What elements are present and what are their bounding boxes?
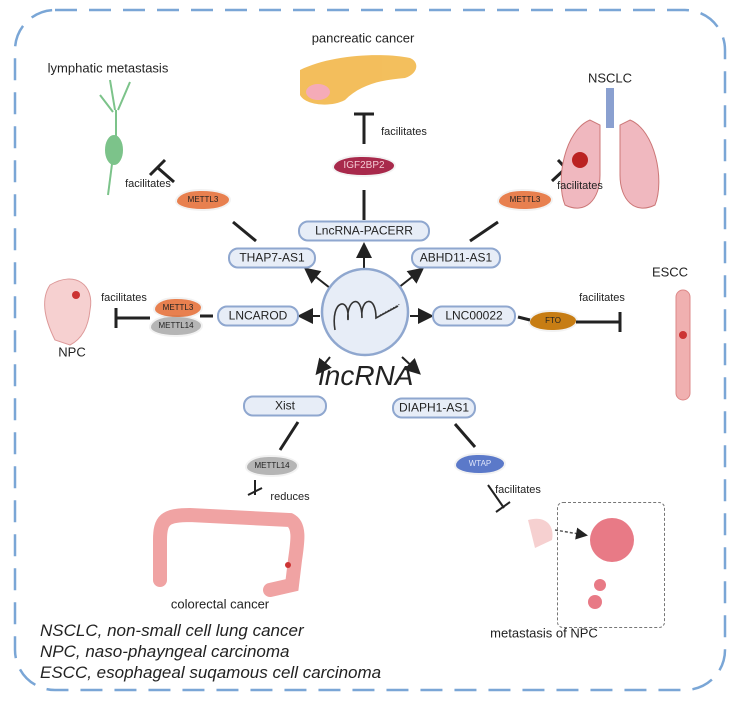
nasopharynx-illustration bbox=[44, 278, 92, 346]
disease-pancreatic: pancreatic cancer bbox=[311, 30, 415, 46]
effect-lymphatic: facilitates bbox=[125, 178, 171, 190]
protein-igf2bp2: IGF2BP2 bbox=[334, 157, 394, 175]
pill-lncrna-pacerr: LncRNA-PACERR bbox=[298, 220, 430, 242]
protein-mettl14-xist: METTL14 bbox=[247, 457, 297, 475]
pill-thap7-as1: THAP7-AS1 bbox=[228, 247, 316, 269]
pancreas-illustration bbox=[300, 55, 417, 105]
colon-illustration bbox=[153, 507, 305, 597]
effect-escc: facilitates bbox=[579, 292, 625, 304]
disease-lymphatic: lymphatic metastasis bbox=[47, 60, 169, 76]
protein-wtap: WTAP bbox=[456, 455, 504, 473]
abbreviation-legend: NSCLC, non-small cell lung cancer NPC, n… bbox=[40, 620, 381, 683]
lncrna-label: lncRNA bbox=[318, 360, 414, 391]
protein-mettl3-right: METTL3 bbox=[499, 191, 551, 209]
metastasis-illustration bbox=[528, 518, 634, 609]
effect-colorectal: reduces bbox=[270, 491, 310, 503]
pill-abhd11-as1: ABHD11-AS1 bbox=[411, 247, 501, 269]
lungs-illustration bbox=[560, 88, 660, 209]
disease-colorectal: colorectal cancer bbox=[170, 596, 270, 612]
esophagus-illustration bbox=[675, 289, 691, 401]
protein-mettl14-npc: METTL14 bbox=[151, 317, 201, 335]
disease-npc: NPC bbox=[58, 344, 86, 360]
lymph-neuron-illustration bbox=[99, 79, 131, 196]
effect-pancreatic: facilitates bbox=[381, 126, 427, 138]
pill-lncarod: LNCAROD bbox=[217, 305, 299, 327]
protein-mettl3-left: METTL3 bbox=[177, 191, 229, 209]
disease-nsclc: NSCLC bbox=[587, 70, 633, 86]
metastasis-inset bbox=[557, 502, 665, 628]
legend-item: NPC, naso-phayngeal carcinoma bbox=[40, 642, 290, 661]
disease-metastasis: metastasis of NPC bbox=[490, 625, 598, 641]
dashed-frame bbox=[13, 8, 727, 692]
rna-hairpin-icon bbox=[320, 267, 410, 357]
effect-metastasis: facilitates bbox=[495, 484, 541, 496]
disease-escc: ESCC bbox=[651, 264, 689, 280]
effect-nsclc: facilitates bbox=[557, 180, 603, 192]
protein-fto: FTO bbox=[530, 312, 576, 330]
effect-npc: facilitates bbox=[101, 292, 147, 304]
protein-mettl3-npc: METTL3 bbox=[155, 299, 201, 317]
pill-lnc00022: LNC00022 bbox=[432, 305, 516, 327]
pill-diaph1-as1: DIAPH1-AS1 bbox=[392, 397, 476, 419]
legend-item: ESCC, esophageal suqamous cell carcinoma bbox=[40, 663, 382, 682]
legend-item: NSCLC, non-small cell lung cancer bbox=[40, 621, 304, 640]
pill-xist: Xist bbox=[243, 395, 327, 417]
